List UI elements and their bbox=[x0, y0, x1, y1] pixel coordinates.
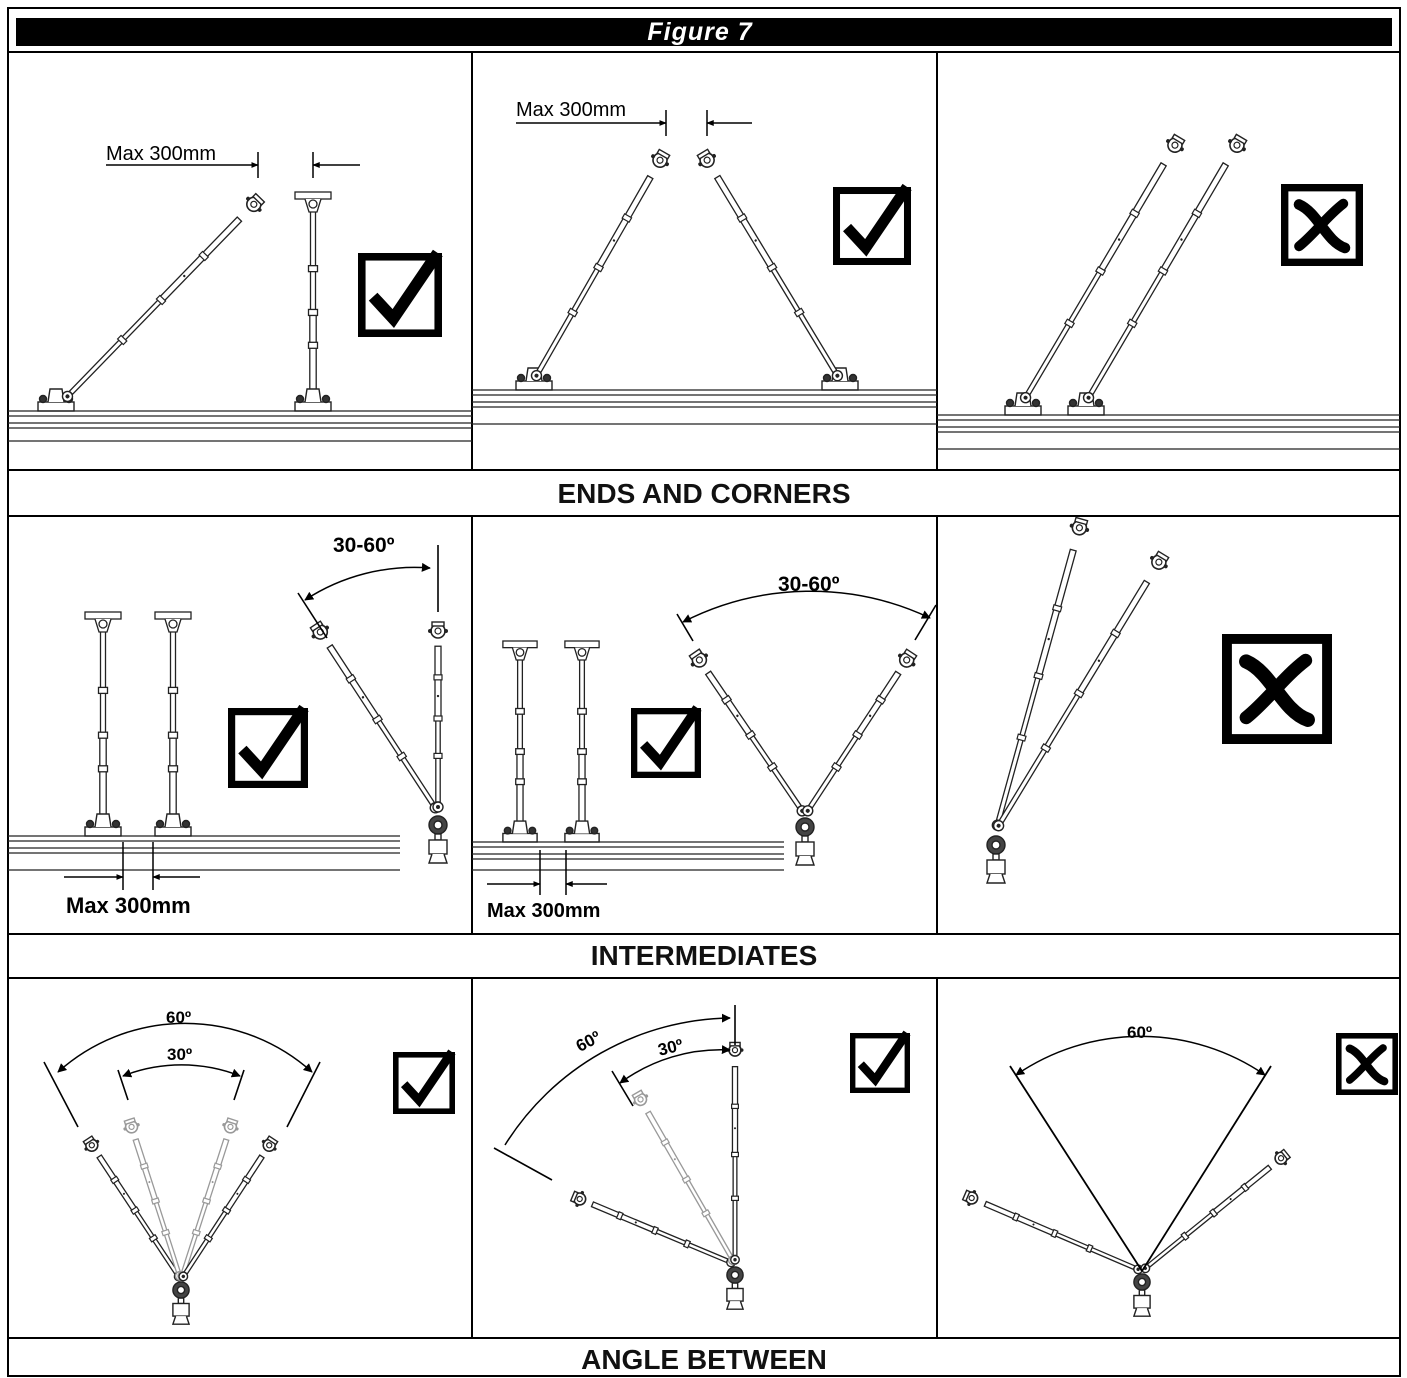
check-icon bbox=[228, 704, 309, 788]
vertical-t-prop bbox=[294, 191, 332, 406]
prop-stay bbox=[1140, 1148, 1292, 1274]
title-bar bbox=[16, 18, 1392, 46]
prop-stay bbox=[992, 550, 1170, 832]
prop-stay bbox=[1019, 133, 1186, 404]
prop-stay bbox=[696, 148, 844, 382]
base-bracket bbox=[154, 813, 192, 837]
angle-guide-line bbox=[297, 592, 328, 639]
prop-stay bbox=[688, 648, 808, 817]
ground-rails bbox=[8, 389, 1400, 871]
prop-stay bbox=[991, 516, 1090, 831]
rail bbox=[472, 389, 937, 425]
angle-guide-line bbox=[286, 1061, 321, 1128]
angle-guide-line bbox=[233, 1069, 245, 1101]
angle-arc bbox=[304, 562, 431, 601]
vertical-t-prop bbox=[502, 640, 538, 837]
base-bracket bbox=[564, 820, 600, 843]
angle-guide-line bbox=[914, 604, 937, 641]
prop-stay bbox=[61, 192, 266, 403]
vertical-t-prop bbox=[564, 640, 600, 837]
section-title-ends-and-corners: ENDS AND CORNERS bbox=[557, 478, 851, 509]
max-spacing-label: Max 300mm bbox=[106, 143, 217, 165]
prop-stay bbox=[82, 1135, 184, 1282]
check-icon bbox=[850, 1030, 911, 1093]
rail bbox=[8, 835, 400, 871]
angle-arc bbox=[122, 1064, 241, 1078]
prop-stay bbox=[1082, 133, 1248, 404]
angle-guide-line bbox=[676, 613, 694, 642]
angle-30-label: 30º bbox=[167, 1045, 193, 1064]
prop-stay bbox=[123, 1117, 185, 1281]
section-title-angle-between: ANGLE BETWEEN bbox=[581, 1344, 827, 1375]
base-bracket bbox=[502, 820, 538, 843]
prop-stay bbox=[309, 620, 441, 814]
post-base bbox=[1132, 1273, 1152, 1317]
angle-range-label: 30-60º bbox=[778, 573, 840, 596]
angle-arc bbox=[682, 590, 931, 623]
check-icon bbox=[357, 249, 443, 338]
prop-stay bbox=[428, 621, 448, 813]
grid-lines bbox=[7, 7, 1401, 1377]
base-bracket bbox=[294, 388, 332, 412]
angle-arc bbox=[619, 1045, 731, 1084]
figure-title: Figure 7 bbox=[647, 18, 753, 46]
angle-range-label: 30-60º bbox=[333, 534, 395, 557]
rail bbox=[937, 414, 1400, 450]
max-spacing-label: Max 300mm bbox=[66, 893, 191, 918]
angle-guide-line bbox=[117, 1069, 129, 1101]
prop-stay bbox=[178, 1135, 279, 1282]
cross-icon bbox=[1336, 1033, 1399, 1096]
vertical-t-prop bbox=[84, 611, 122, 830]
base-bracket bbox=[84, 813, 122, 837]
angle-arc bbox=[57, 1022, 313, 1073]
rail bbox=[472, 841, 784, 871]
angle-guide-line bbox=[1009, 1065, 1143, 1272]
check-icon bbox=[393, 1049, 456, 1115]
post-base bbox=[428, 815, 448, 864]
angle-guide-line bbox=[1141, 1065, 1272, 1272]
angle-arc bbox=[504, 1013, 731, 1146]
angle-60-label: 60º bbox=[166, 1008, 192, 1027]
verdict-boxes bbox=[228, 183, 1399, 1115]
angle-guide-line bbox=[611, 1070, 634, 1107]
check-icon bbox=[833, 183, 912, 265]
angle-arc bbox=[1015, 1035, 1266, 1076]
prop-stay bbox=[530, 148, 671, 382]
prop-stay bbox=[631, 1089, 738, 1266]
angle-60-label: 60º bbox=[1127, 1023, 1153, 1042]
check-icon bbox=[631, 705, 702, 779]
angle-guide-line bbox=[43, 1061, 79, 1128]
rail bbox=[8, 410, 472, 442]
prop-stay bbox=[726, 1041, 744, 1265]
prop-stay bbox=[569, 1190, 737, 1268]
angle-guide-line bbox=[493, 1147, 553, 1181]
vertical-t-prop bbox=[154, 611, 192, 830]
post-base bbox=[171, 1281, 191, 1325]
dimension-lines bbox=[43, 110, 1272, 1272]
max-spacing-label: Max 300mm bbox=[487, 900, 601, 922]
cross-icon bbox=[1221, 634, 1332, 745]
prop-stay bbox=[802, 648, 918, 817]
post-base bbox=[725, 1266, 745, 1310]
cross-icon bbox=[1280, 184, 1363, 267]
post-base bbox=[795, 817, 815, 866]
post-base bbox=[986, 835, 1006, 884]
max-spacing-label: Max 300mm bbox=[516, 99, 627, 121]
section-title-intermediates: INTERMEDIATES bbox=[590, 940, 818, 971]
